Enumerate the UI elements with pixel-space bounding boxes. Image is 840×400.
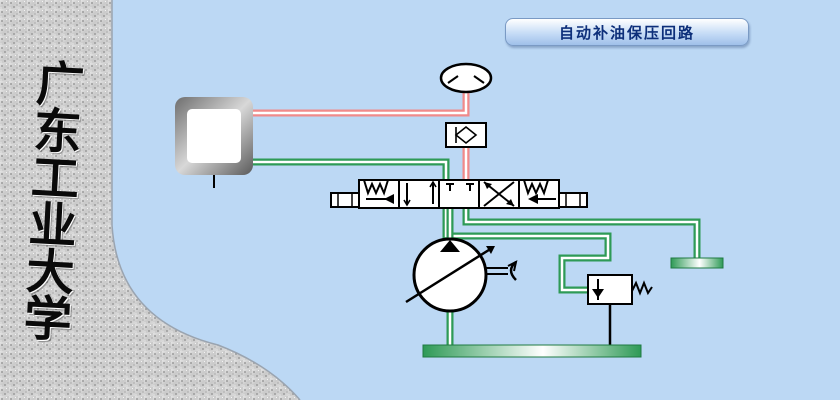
oil-tank-icon	[670, 257, 724, 269]
diagram-title: 自动补油保压回路	[505, 18, 749, 46]
hydraulic-cylinder-icon	[439, 62, 493, 94]
electric-motor-icon	[507, 260, 518, 281]
relief-valve-icon	[587, 274, 653, 346]
school-name-char: 学	[22, 290, 74, 350]
check-valve-icon	[445, 122, 487, 148]
side-panel-edge	[111, 0, 301, 400]
variable-displacement-pump-icon	[405, 237, 508, 313]
side-panel	[0, 0, 300, 400]
pressure-line	[253, 91, 470, 180]
pressure-relay-icon	[175, 97, 253, 188]
oil-tank-icon	[422, 344, 642, 358]
three-position-directional-valve-icon	[330, 179, 588, 209]
